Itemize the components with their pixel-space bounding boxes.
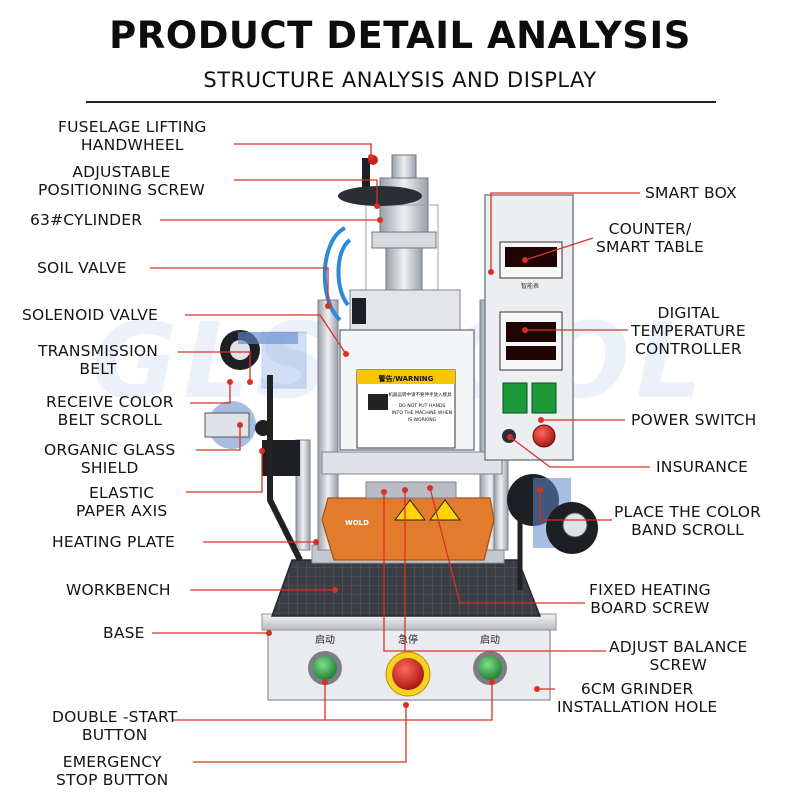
label-heating-plate: HEATING PLATE [52,533,176,551]
warning-title: 警告/WARNING [379,374,434,383]
warning-text-en-2: INTO THE MACHINE WHEN [392,410,452,416]
label-base: BASE [103,624,145,642]
brand-mark: WOLD [345,519,369,527]
label-workbench: WORKBENCH [66,581,171,599]
warning-text-en-3: IS WORKING [408,417,437,423]
warning-text-cn: 机器运转中请不要伸手放入模具 [389,391,452,398]
cylinder-assembly [338,154,461,331]
page-subtitle: STRUCTURE ANALYSIS AND DISPLAY [203,68,597,92]
label-smart-box: SMART BOX [645,184,737,202]
warning-text-en-1: DO NOT PUT HANDS [399,403,446,409]
label-counter-smart-table: COUNTER/SMART TABLE [596,220,704,256]
emergency-caption: 急停 [398,633,418,646]
right-band-roll [507,474,598,590]
control-box [484,194,574,461]
page-title: PRODUCT DETAIL ANALYSIS [109,14,691,57]
label-soil-valve: SOIL VALVE [37,259,127,277]
start-right-caption: 启动 [480,633,500,646]
start-left-caption: 启动 [315,633,335,646]
header-divider [86,101,716,103]
press-head [321,329,503,475]
label-solenoid-valve: SOLENOID VALVE [22,306,159,324]
label-power-switch: POWER SWITCH [631,411,757,429]
left-belt-assembly [204,330,307,562]
label-insurance: INSURANCE [656,458,749,476]
label-cylinder-63: 63#CYLINDER [30,211,143,229]
counter-caption: 智能表 [521,282,539,290]
